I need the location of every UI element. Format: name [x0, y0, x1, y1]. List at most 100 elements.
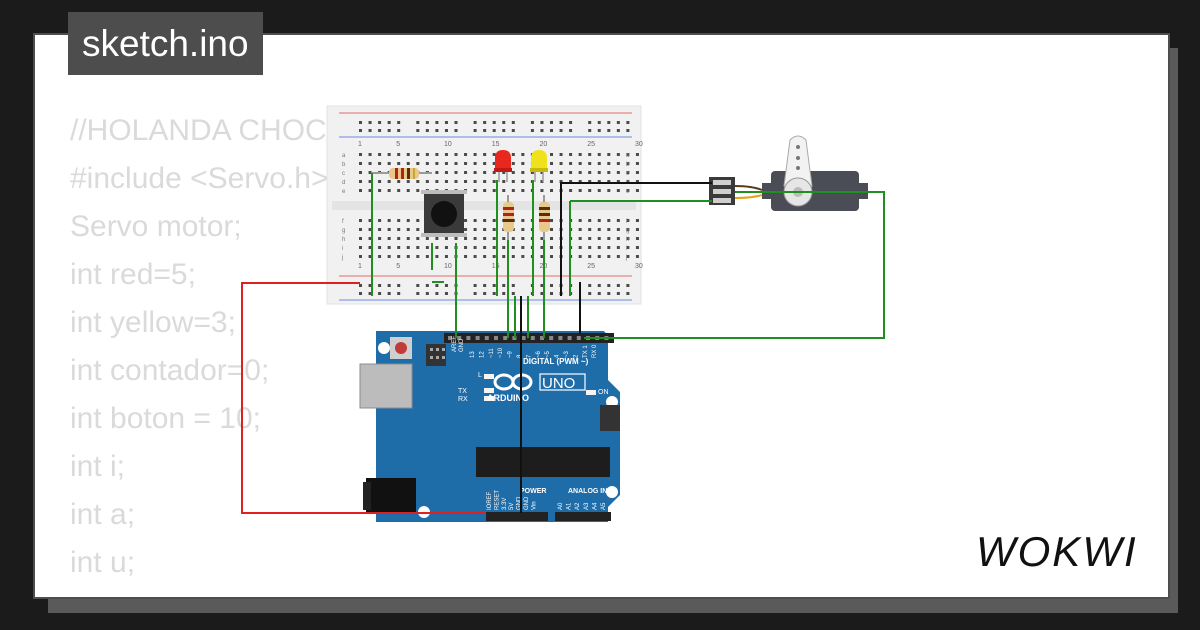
power-label: POWER: [520, 488, 546, 495]
wires: [241, 173, 885, 514]
model-label: UNO: [542, 375, 575, 392]
column-number: 30: [635, 141, 643, 148]
code-line: int a;: [70, 498, 136, 531]
code-line: #include <Servo.h>: [70, 162, 329, 195]
code-preview: //HOLANDA CHOCO #include <Servo.h> Servo m…: [70, 107, 351, 597]
gnd-label: GND: [459, 338, 465, 352]
power-pin-label: IOREF: [487, 491, 493, 510]
arduino-uno-board: DIGITAL (PWM ~) L TX RX ON ARDUINO UNO P…: [359, 331, 620, 522]
column-number: 25: [587, 263, 595, 270]
resistor-vertical-1: [503, 195, 514, 240]
row-letter: c: [626, 171, 629, 177]
digital-pin-label: 4: [555, 354, 561, 358]
wire-black-2: [560, 182, 712, 296]
row-letter: c: [342, 171, 345, 177]
analog-label: ANALOG IN: [568, 488, 607, 495]
digital-pin-label: ~3: [564, 350, 570, 358]
code-line: int boton = 10;: [70, 402, 261, 435]
power-pin-label: GND: [517, 496, 523, 510]
row-letter: e: [342, 189, 346, 195]
brand-label: ARDUINO: [487, 393, 529, 403]
power-pin-label: Vin: [531, 501, 537, 510]
column-number: 1: [358, 263, 362, 270]
row-letter: f: [342, 219, 344, 225]
resistor-vertical-2: [539, 195, 550, 240]
resistor-horizontal: [372, 168, 432, 179]
code-line: int contador=0;: [70, 354, 270, 387]
row-letter: i: [342, 246, 343, 252]
wire-green-13: [584, 191, 885, 339]
analog-pin-label: A0: [558, 502, 564, 510]
row-letter: i: [626, 246, 627, 252]
digital-pin-label: RX 0: [592, 344, 598, 358]
wokwi-logo: WOKWI: [976, 528, 1138, 575]
power-pin-label: GND: [524, 496, 530, 510]
row-letter: d: [342, 180, 345, 186]
led-yellow: [530, 150, 548, 182]
row-letter: b: [342, 162, 346, 168]
file-tab[interactable]: sketch.ino: [68, 12, 263, 75]
analog-pin-label: A4: [592, 502, 598, 510]
servo-motor: [709, 135, 868, 211]
column-number: 10: [444, 141, 452, 148]
digital-pin-label: TX 1: [583, 345, 589, 358]
aref-label: AREF: [452, 336, 458, 352]
code-line: int i;: [70, 450, 126, 483]
row-letter: h: [626, 237, 629, 243]
code-line: int yellow=3;: [70, 306, 236, 339]
tx-label: TX: [458, 388, 467, 395]
wire-red: [241, 282, 486, 514]
column-number: 15: [492, 263, 500, 270]
code-line: //HOLANDA CHOCO: [70, 114, 351, 147]
row-letter: g: [626, 228, 629, 234]
row-letter: j: [341, 255, 343, 261]
column-number: 5: [396, 263, 400, 270]
row-letter: f: [626, 219, 628, 225]
power-pin-label: 3.3V: [502, 498, 508, 510]
code-line: int u;: [70, 546, 136, 579]
digital-pin-label: ~11: [489, 348, 495, 358]
analog-pin-label: A2: [575, 502, 581, 510]
analog-pin-label: A5: [601, 502, 607, 510]
power-pin-label: RESET: [494, 490, 500, 510]
row-letter: h: [342, 237, 345, 243]
code-line: Servo motor;: [70, 210, 242, 243]
digital-pin-label: ~9: [508, 350, 514, 358]
row-letter: a: [626, 153, 630, 159]
row-letter: j: [625, 255, 627, 261]
led-red: [494, 150, 512, 182]
column-number: 20: [539, 141, 547, 148]
analog-pin-label: A1: [567, 502, 573, 510]
row-letter: e: [626, 189, 630, 195]
row-letter: a: [342, 153, 346, 159]
digital-pin-label: 12: [479, 351, 485, 358]
rx-label: RX: [458, 396, 468, 403]
power-pin-label: 5V: [509, 503, 515, 510]
column-number: 25: [587, 141, 595, 148]
digital-pin-label: ~5: [545, 350, 551, 358]
column-number: 30: [635, 263, 643, 270]
breadboard-holes: [359, 121, 639, 295]
led-l-label: L: [478, 372, 482, 379]
code-line: int red=5;: [70, 258, 196, 291]
analog-pin-label: A3: [584, 502, 590, 510]
row-letter: b: [626, 162, 630, 168]
row-letter: g: [342, 228, 345, 234]
digital-pin-label: 7: [526, 354, 532, 358]
digital-pin-label: 2: [573, 354, 579, 358]
on-label: ON: [598, 389, 609, 396]
svg-text:WOKWI: WOKWI: [976, 528, 1138, 575]
digital-pin-label: 13: [470, 351, 476, 358]
column-number: 10: [444, 263, 452, 270]
code-line: int buttonState;: [70, 587, 350, 597]
column-number: 1: [358, 141, 362, 148]
push-button[interactable]: [421, 190, 467, 237]
digital-label: DIGITAL (PWM ~): [523, 357, 589, 366]
column-number: 5: [396, 141, 400, 148]
digital-pin-label: ~10: [498, 347, 504, 358]
digital-pin-label: ~6: [536, 350, 542, 358]
